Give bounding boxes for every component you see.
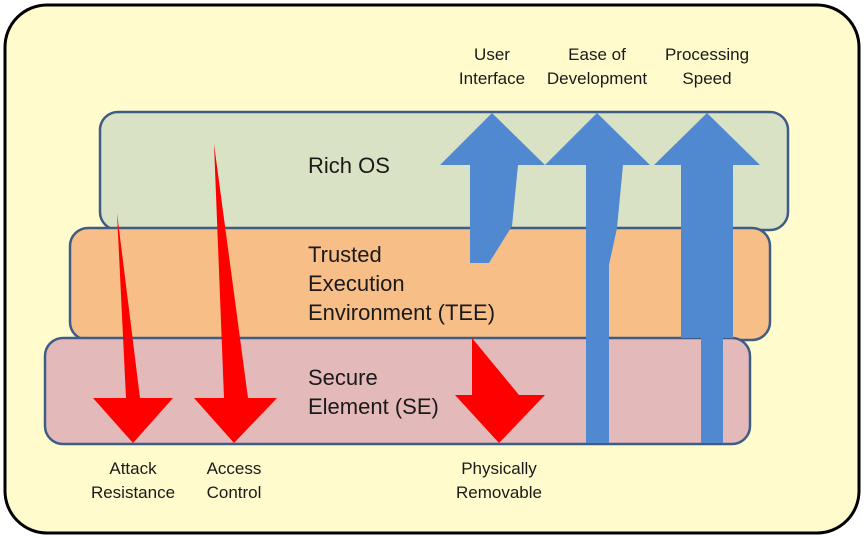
down-arrows: [93, 144, 545, 443]
bottom-label-physically-removable-line1: Physically: [461, 459, 537, 478]
up-arrows: [440, 113, 760, 443]
bottom-label-attack-resistance-line2: Resistance: [91, 483, 175, 502]
down-arrow-attack-resistance[interactable]: [93, 213, 173, 443]
bottom-label-physically-removable-line2: Removable: [456, 483, 542, 502]
layer-label-secure-element-line1: Secure: [308, 365, 378, 390]
top-label-user-interface-line2: Interface: [459, 69, 525, 88]
layer-label-tee-line1: Trusted: [308, 242, 382, 267]
bottom-labels: Attack Resistance Access Control Physica…: [91, 459, 542, 502]
top-label-ease-of-development-line2: Development: [547, 69, 647, 88]
layer-box-secure-element[interactable]: [43, 336, 752, 446]
layer-labels: Rich OS Trusted Execution Environment (T…: [308, 153, 495, 419]
up-arrow-processing-speed[interactable]: [654, 113, 760, 443]
up-arrow-ease-of-development[interactable]: [545, 113, 650, 443]
layer-label-tee-line2: Execution: [308, 271, 405, 296]
layer-label-tee-line3: Environment (TEE): [308, 300, 495, 325]
bottom-label-access-control-line2: Control: [207, 483, 262, 502]
down-arrow-access-control[interactable]: [194, 144, 277, 443]
top-label-processing-speed-line1: Processing: [665, 45, 749, 64]
layer-label-secure-element-line2: Element (SE): [308, 394, 439, 419]
down-arrow-physically-removable[interactable]: [455, 338, 545, 443]
bottom-label-access-control-line1: Access: [207, 459, 262, 478]
top-labels: User Interface Ease of Development Proce…: [459, 45, 749, 88]
bottom-label-attack-resistance-line1: Attack: [109, 459, 157, 478]
top-label-user-interface-line1: User: [474, 45, 510, 64]
layer-label-rich-os: Rich OS: [308, 153, 390, 178]
top-label-processing-speed-line2: Speed: [682, 69, 731, 88]
top-label-ease-of-development-line1: Ease of: [568, 45, 626, 64]
up-arrow-user-interface[interactable]: [440, 113, 545, 263]
